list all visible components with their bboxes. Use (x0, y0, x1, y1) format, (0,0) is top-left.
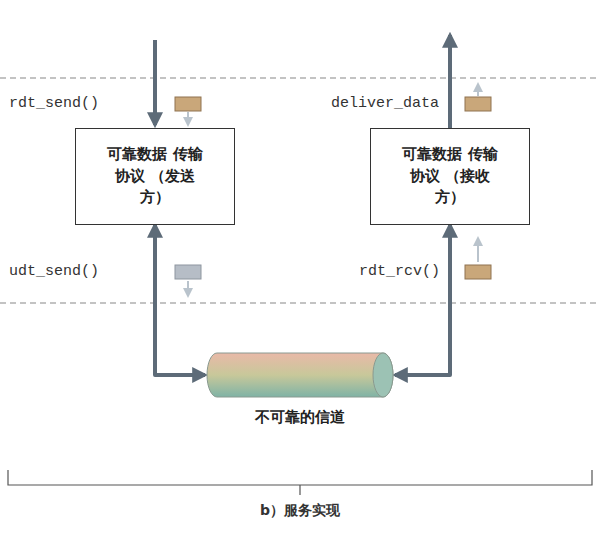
bracket (8, 470, 592, 495)
cylinder-body (207, 353, 393, 397)
function-label: rdt_send() (8, 95, 100, 112)
cylinder-end (373, 353, 393, 397)
packet-icon (465, 97, 491, 111)
box-text: 可靠数据 传输协议 （接收方） (398, 144, 502, 209)
channel-connector (395, 225, 450, 375)
small-arrow (477, 238, 479, 262)
caption: b）服务实现 (0, 502, 600, 520)
layer-boundary (0, 77, 600, 78)
function-label: deliver_data (330, 95, 440, 112)
packet-icon (175, 265, 201, 279)
small-arrow (187, 281, 189, 296)
unreliable-channel: 不可靠的信道 (205, 350, 395, 432)
packet-icon (465, 265, 491, 279)
channel-label: 不可靠的信道 (205, 408, 395, 427)
cylinder-shape (205, 350, 395, 400)
small-arrow (477, 84, 479, 96)
function-label: udt_send() (8, 263, 100, 280)
packet-icon (175, 97, 201, 111)
layer-boundary (0, 302, 600, 303)
channel-connector (155, 225, 205, 375)
function-label: rdt_rcv() (358, 263, 441, 280)
sender-protocol-box: 可靠数据 传输协议 （发送方） (75, 128, 235, 225)
output-arrow (448, 35, 452, 128)
small-arrow (187, 112, 189, 125)
input-arrow (153, 40, 157, 125)
receiver-protocol-box: 可靠数据 传输协议 （接收方） (370, 128, 530, 225)
box-text: 可靠数据 传输协议 （发送方） (103, 144, 207, 209)
